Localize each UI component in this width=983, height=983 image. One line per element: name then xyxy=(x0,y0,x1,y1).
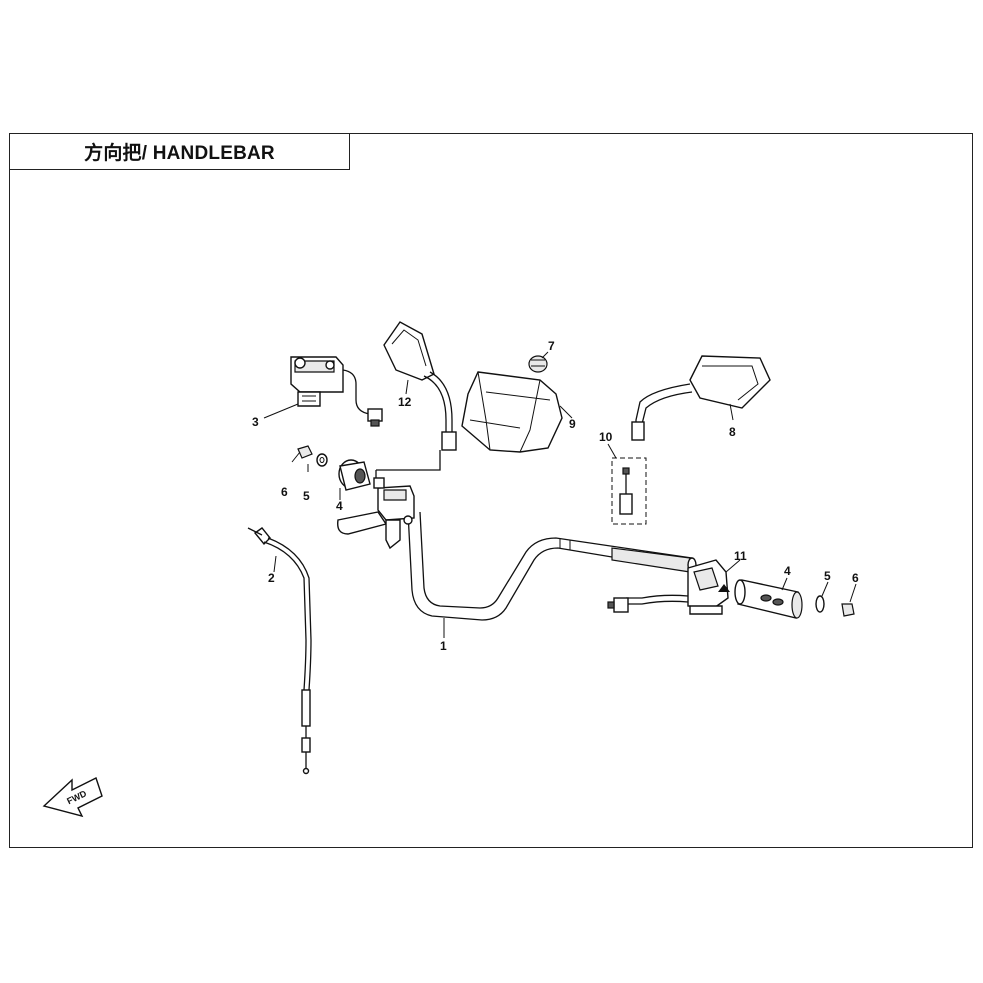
fwd-arrow: FWD xyxy=(42,777,103,818)
brake-master-cylinder xyxy=(290,356,383,427)
callout-5-right: 5 xyxy=(824,569,831,583)
handlebar-cover xyxy=(461,371,563,453)
callout-4-right: 4 xyxy=(784,564,791,578)
handlebar xyxy=(407,511,697,621)
callout-7: 7 xyxy=(548,339,555,353)
callout-5-left: 5 xyxy=(303,489,310,503)
callout-3: 3 xyxy=(252,415,259,429)
washer-left xyxy=(316,453,328,467)
callout-6-right: 6 xyxy=(852,571,859,585)
switch-assembly xyxy=(607,559,730,615)
lever-assembly-left xyxy=(337,450,441,550)
washer-right xyxy=(815,595,825,613)
callout-12: 12 xyxy=(398,395,412,409)
callout-9: 9 xyxy=(569,417,576,431)
callout-10: 10 xyxy=(599,430,613,444)
bolt-left xyxy=(297,445,313,459)
grip-left xyxy=(338,459,371,491)
connector xyxy=(611,457,647,525)
title-box: 方向把/ HANDLEBAR xyxy=(9,133,350,170)
cable xyxy=(247,527,312,775)
callout-4-left: 4 xyxy=(336,499,343,513)
callout-11: 11 xyxy=(734,549,747,563)
callout-1: 1 xyxy=(440,639,447,653)
diagram-frame xyxy=(9,133,973,848)
mirror-right xyxy=(631,355,771,441)
callout-6-left: 6 xyxy=(281,485,288,499)
callout-8: 8 xyxy=(729,425,736,439)
callout-labels: 1 2 3 4 5 7 8 9 10 11 12 4 5 6 6 xyxy=(252,339,859,653)
page-title: 方向把/ HANDLEBAR xyxy=(84,143,275,164)
cap xyxy=(528,355,548,373)
grip-right xyxy=(734,579,803,619)
bolt-right xyxy=(841,603,855,617)
callout-2: 2 xyxy=(268,571,275,585)
mirror-left xyxy=(383,321,457,451)
leader-lines xyxy=(263,351,857,638)
